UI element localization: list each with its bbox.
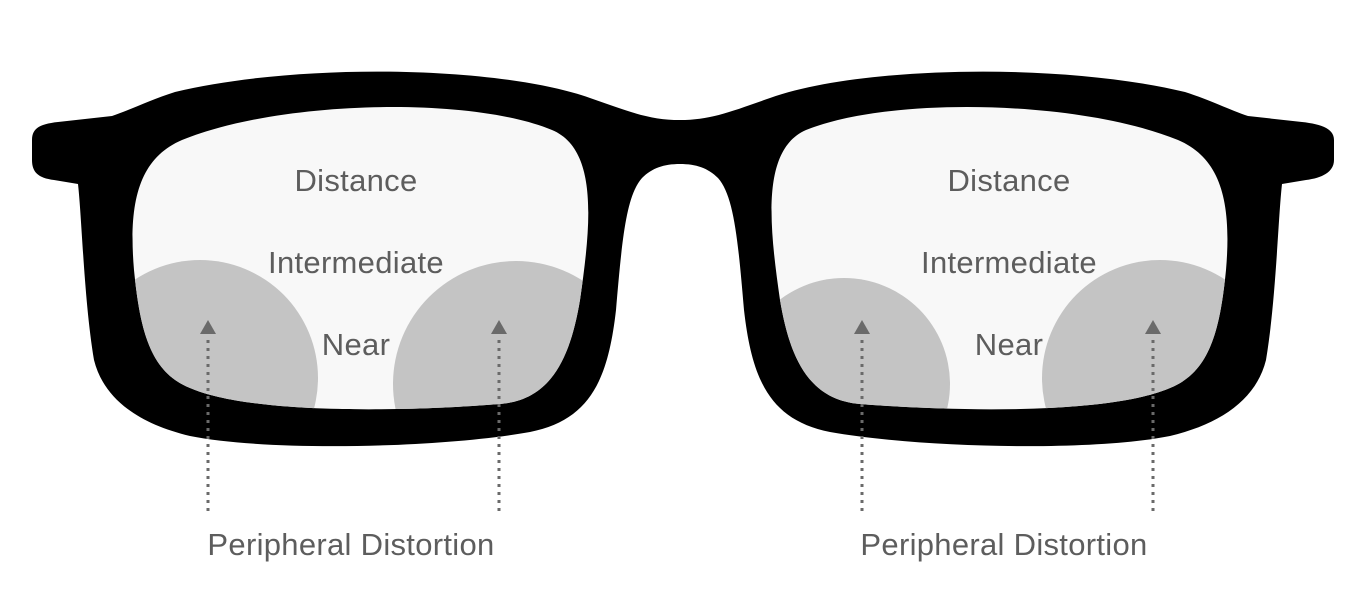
right-lens-distance-label: Distance [947, 163, 1070, 198]
left-inner-arrowhead-icon [491, 320, 507, 334]
right-peripheral-distortion-label: Peripheral Distortion [860, 527, 1147, 562]
right-outer-arrowhead-icon [1145, 320, 1161, 334]
right-lens-intermediate-label: Intermediate [921, 245, 1097, 280]
left-outer-arrowhead-icon [200, 320, 216, 334]
left-peripheral-distortion-label: Peripheral Distortion [207, 527, 494, 562]
right-lens-inner-distortion-zone [771, 278, 950, 410]
left-lens-near-label: Near [322, 327, 390, 362]
left-lens-intermediate-label: Intermediate [268, 245, 444, 280]
left-lens: Distance Intermediate Near [132, 107, 589, 410]
left-distortion-arrows [200, 320, 507, 512]
left-lens-distance-label: Distance [294, 163, 417, 198]
right-distortion-arrows [854, 320, 1161, 512]
right-lens-near-label: Near [975, 327, 1043, 362]
right-inner-arrowhead-icon [854, 320, 870, 334]
